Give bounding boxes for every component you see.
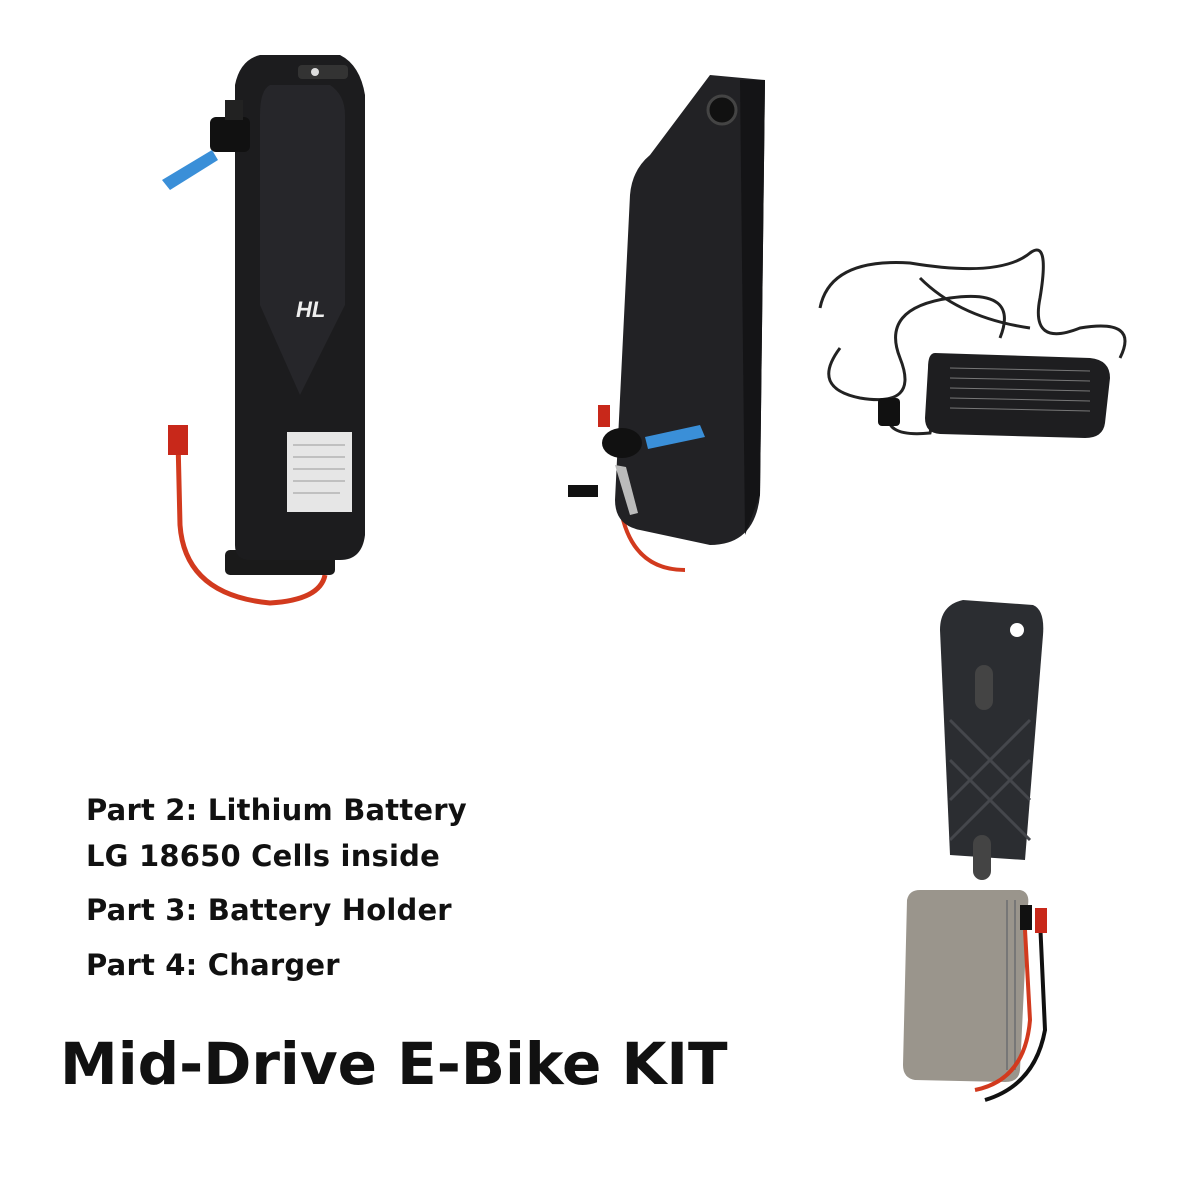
caption-part4: Part 4: Charger	[86, 948, 340, 982]
battery-holder-image	[903, 600, 1048, 1102]
charger-image	[818, 248, 1127, 438]
battery-side-image	[568, 75, 765, 572]
caption-part2-line1: Part 2: Lithium Battery	[86, 793, 467, 827]
caption-part2-line2: LG 18650 Cells inside	[86, 839, 440, 873]
battery-logo: HL	[296, 297, 325, 322]
page-title: Mid-Drive E-Bike KIT	[60, 1030, 728, 1098]
battery-front-image: HL	[162, 55, 365, 606]
caption-part3: Part 3: Battery Holder	[86, 893, 452, 927]
